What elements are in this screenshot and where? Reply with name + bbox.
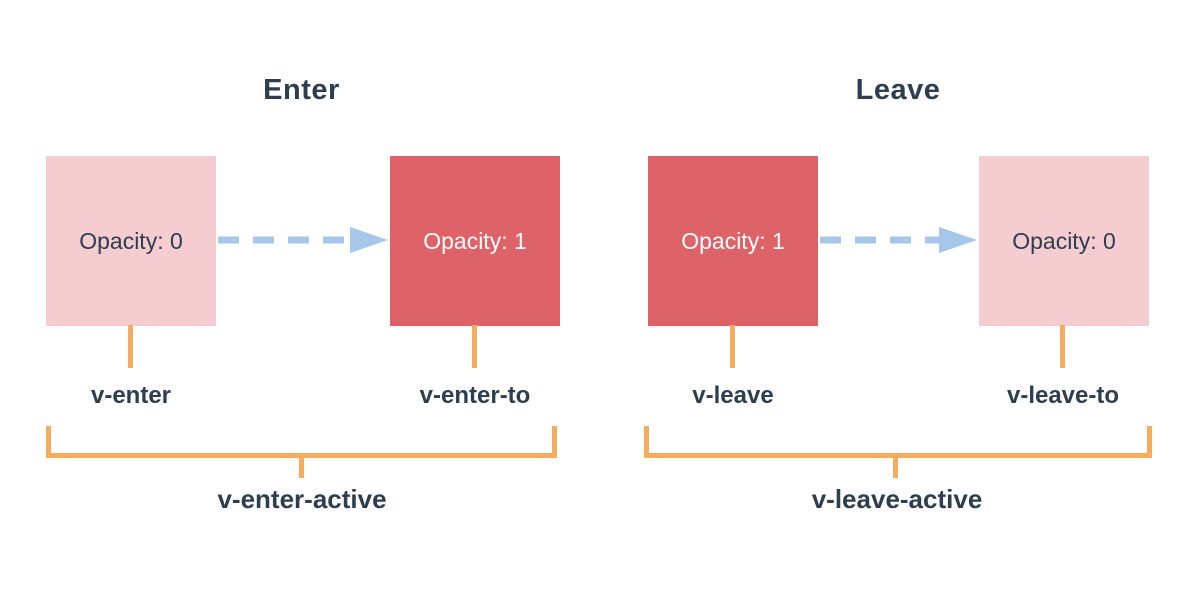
- leave-active-bracket: [644, 426, 1152, 458]
- leave-to-class-label: v-leave-to: [1006, 382, 1120, 409]
- enter-to-box-label: Opacity: 1: [423, 227, 527, 254]
- leave-to-box-label: Opacity: 0: [1012, 227, 1116, 254]
- enter-from-box-label: Opacity: 0: [79, 227, 183, 254]
- enter-from-connector-line: [128, 325, 133, 368]
- leave-from-connector-line: [730, 325, 735, 368]
- enter-section-title: Enter: [263, 74, 340, 106]
- leave-section-title: Leave: [855, 74, 941, 106]
- leave-active-class-label: v-leave-active: [811, 484, 983, 514]
- enter-active-bracket: [46, 426, 557, 458]
- leave-to-connector-line: [1060, 325, 1065, 368]
- leave-from-box-label: Opacity: 1: [681, 227, 785, 254]
- enter-to-class-label: v-enter-to: [419, 382, 531, 409]
- enter-to-box: Opacity: 1: [390, 156, 560, 326]
- leave-from-class-label: v-leave: [692, 382, 774, 409]
- dashed-arrow-right-icon: [218, 227, 388, 253]
- enter-to-connector-line: [472, 325, 477, 368]
- leave-to-box: Opacity: 0: [979, 156, 1149, 326]
- enter-from-box: Opacity: 0: [46, 156, 216, 326]
- leave-active-bracket-stem: [893, 458, 898, 478]
- dashed-arrow-right-icon: [820, 227, 977, 253]
- leave-from-box: Opacity: 1: [648, 156, 818, 326]
- enter-active-bracket-stem: [299, 458, 304, 478]
- enter-from-class-label: v-enter: [90, 382, 172, 409]
- enter-active-class-label: v-enter-active: [217, 484, 387, 514]
